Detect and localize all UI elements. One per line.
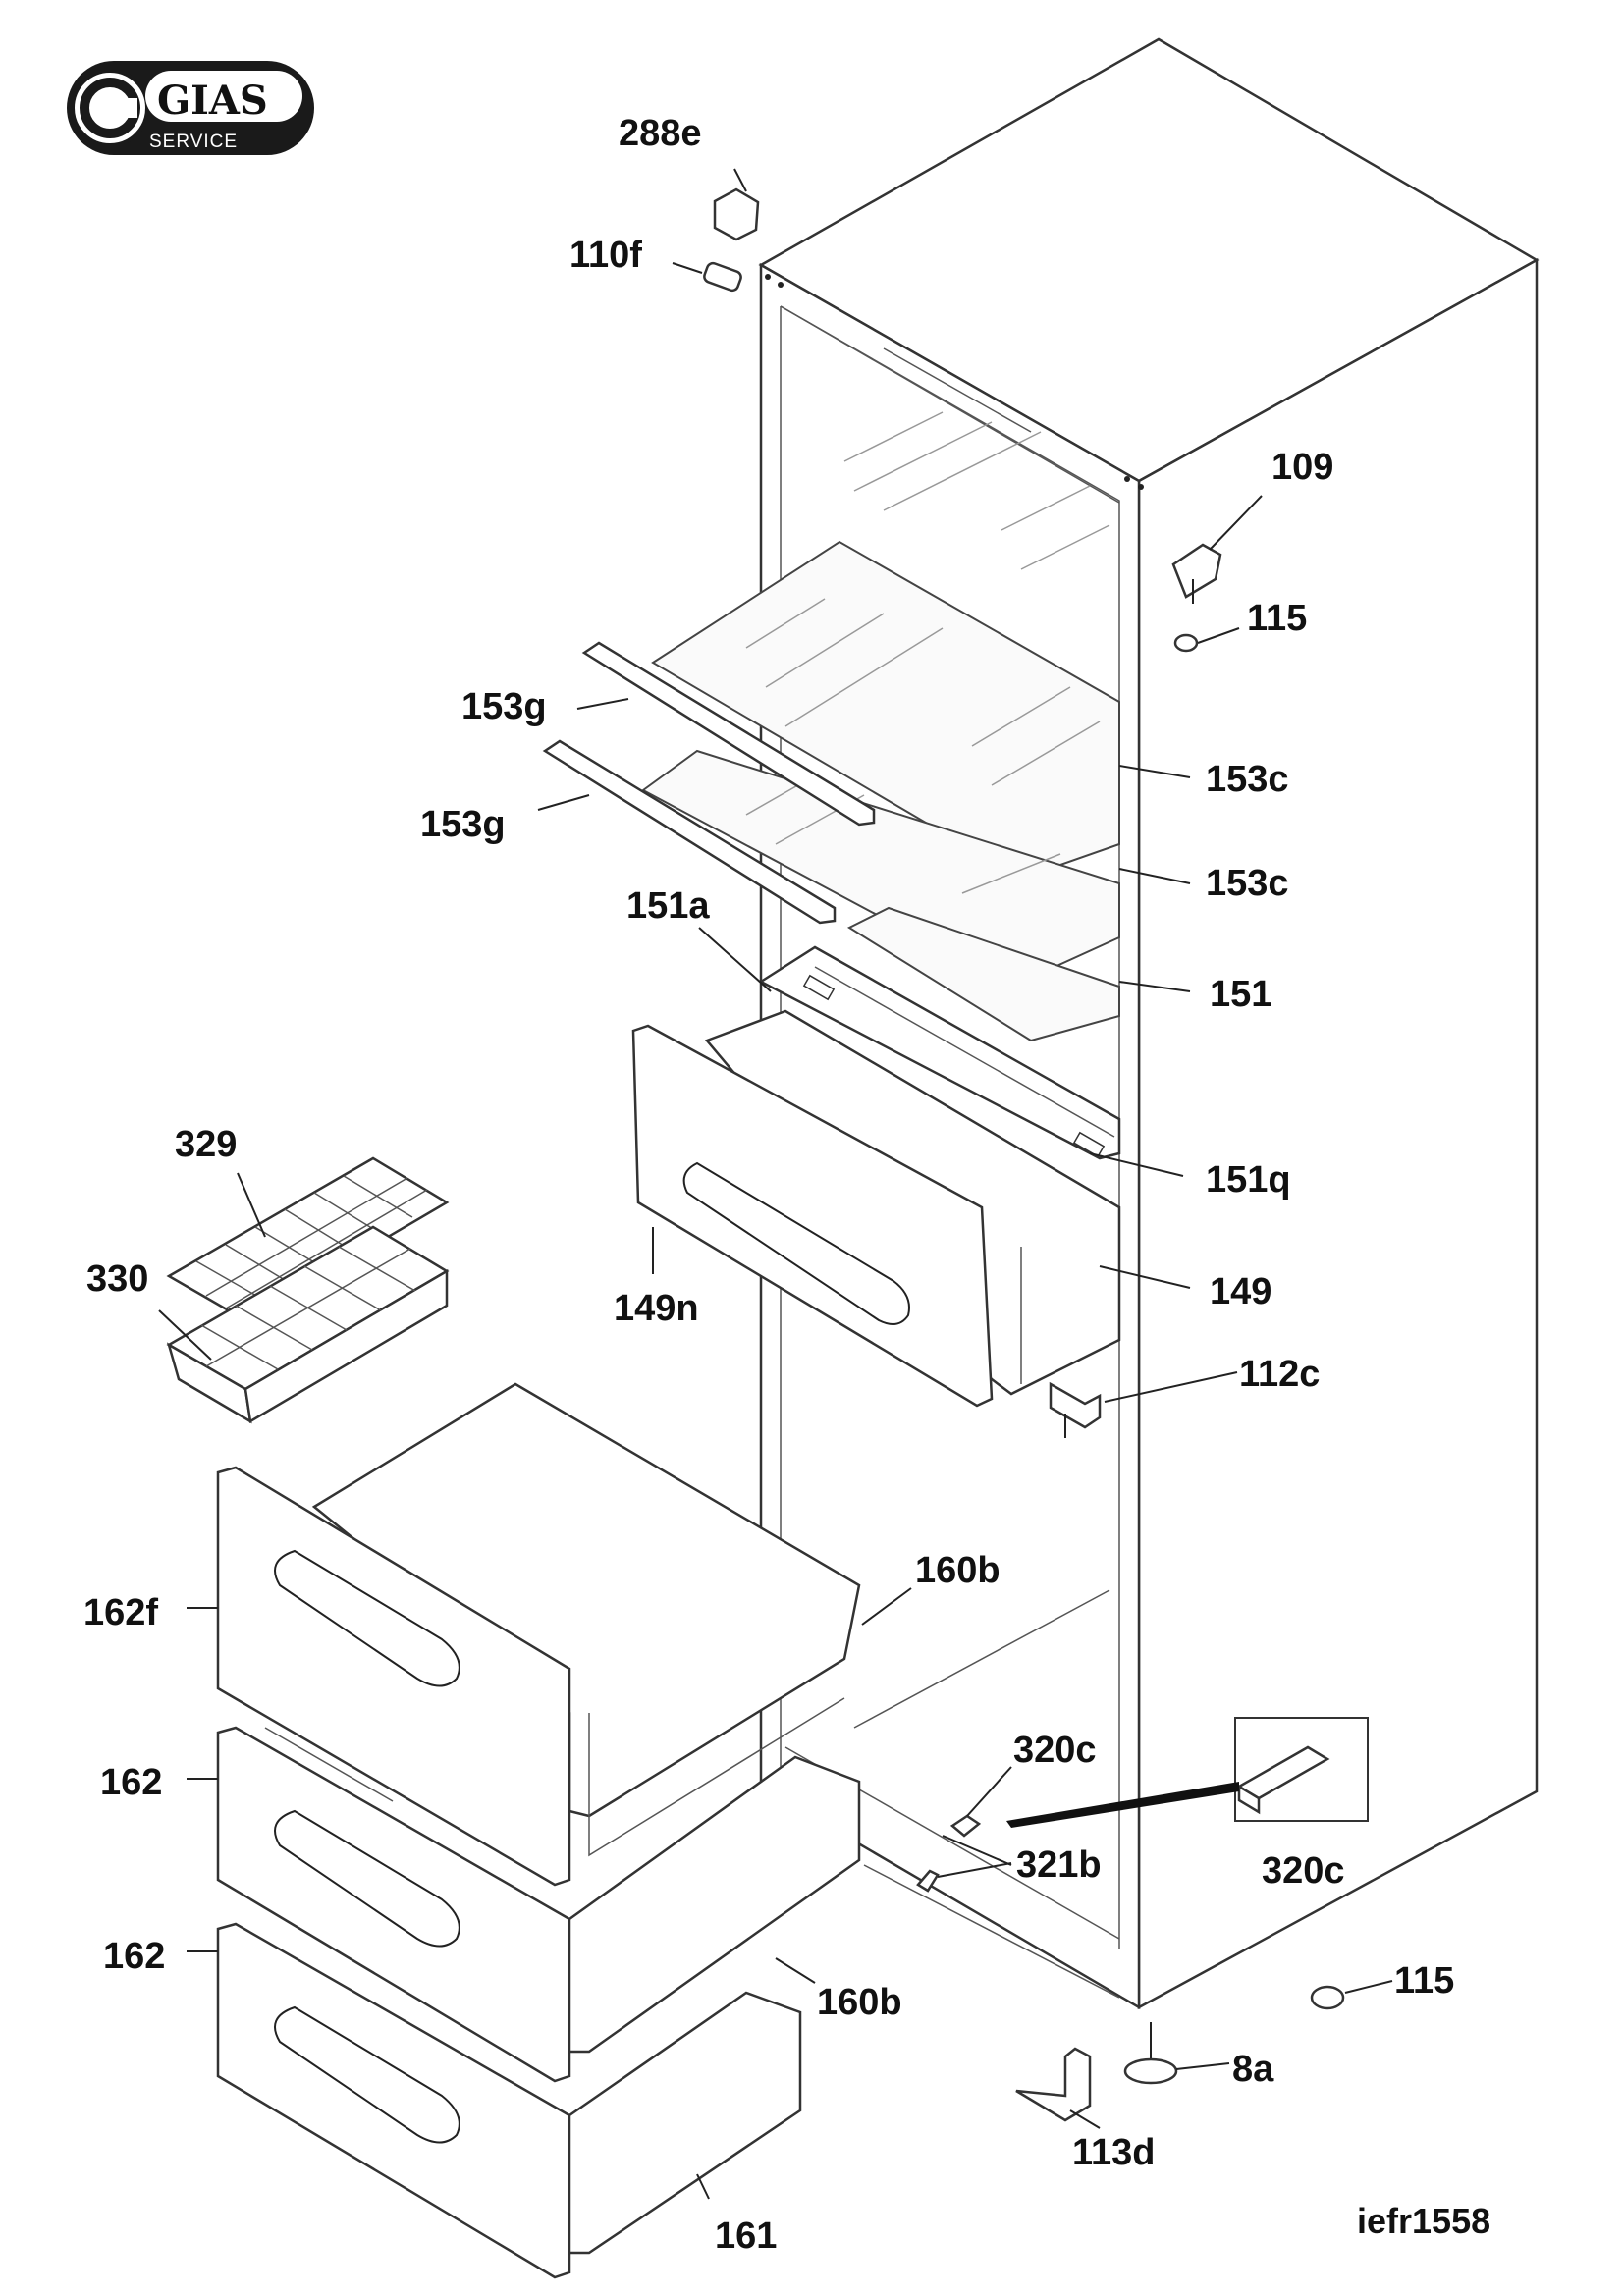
gias-logo: GIAS SERVICE: [67, 61, 314, 155]
stop-321b: [916, 1869, 940, 1893]
middle-hinge-112c: [1049, 1381, 1102, 1438]
label-149n: 149n: [614, 1288, 699, 1329]
label-151q: 151q: [1206, 1159, 1291, 1201]
freezer-basket-middle: [216, 1726, 861, 2083]
freezer-basket-bottom: [216, 1922, 802, 2279]
part-labels: 288e 110f 109 115 153g 153g 153c 153c 15…: [83, 113, 1454, 2257]
shelf-trim-lower: [542, 739, 837, 925]
label-115-top: 115: [1247, 598, 1307, 639]
drawing-code: iefr1558: [1357, 2201, 1490, 2241]
label-151a: 151a: [626, 885, 710, 927]
label-321b: 321b: [1016, 1844, 1102, 1886]
label-153c-lower: 153c: [1206, 863, 1289, 904]
bushing-115-bottom: [1310, 1985, 1345, 2010]
label-320c-detail: 320c: [1262, 1850, 1345, 1892]
top-hinge-109: [1171, 543, 1222, 604]
label-329: 329: [175, 1124, 237, 1165]
label-162-bottom: 162: [103, 1936, 165, 1977]
label-8a: 8a: [1232, 2049, 1274, 2090]
freezer-drawer: [631, 1009, 1121, 1408]
label-149: 149: [1210, 1271, 1271, 1312]
glass-shelf-bottom: [846, 906, 1120, 1042]
label-151: 151: [1210, 974, 1271, 1015]
label-162f: 162f: [83, 1592, 158, 1633]
label-113d: 113d: [1072, 2132, 1156, 2173]
plug-110f: [703, 261, 742, 293]
label-160b-upper: 160b: [915, 1550, 1001, 1591]
freezer-basket-top: [216, 1382, 861, 1887]
drawer-cover: [758, 945, 1121, 1160]
bushing-115-top: [1173, 633, 1199, 653]
label-162-middle: 162: [100, 1762, 162, 1803]
shelf-trim-upper: [581, 641, 876, 827]
label-330: 330: [86, 1258, 148, 1300]
logo-brand: GIAS: [157, 78, 268, 124]
label-320c: 320c: [1013, 1730, 1097, 1771]
label-153g-lower: 153g: [420, 804, 506, 845]
bottom-hinge-113d: [1015, 2047, 1092, 2122]
label-161: 161: [715, 2216, 777, 2257]
label-153c-upper: 153c: [1206, 759, 1289, 800]
hinge-cover-288e: [713, 187, 760, 241]
ice-cube-tray: [166, 1225, 450, 1424]
leader-lines: [158, 168, 1393, 2200]
label-115-bottom: 115: [1394, 1960, 1454, 2002]
stop-320c: [949, 1814, 982, 1838]
detail-inset-320c: [1006, 1717, 1369, 1828]
adjustable-foot-8a: [1123, 2022, 1178, 2085]
label-153g-upper: 153g: [461, 686, 547, 727]
label-288e: 288e: [619, 113, 702, 154]
label-112c: 112c: [1239, 1354, 1320, 1395]
label-160b-lower: 160b: [817, 1982, 902, 2023]
label-109: 109: [1271, 447, 1333, 488]
label-110f: 110f: [569, 235, 642, 276]
logo-subtitle: SERVICE: [149, 132, 238, 152]
